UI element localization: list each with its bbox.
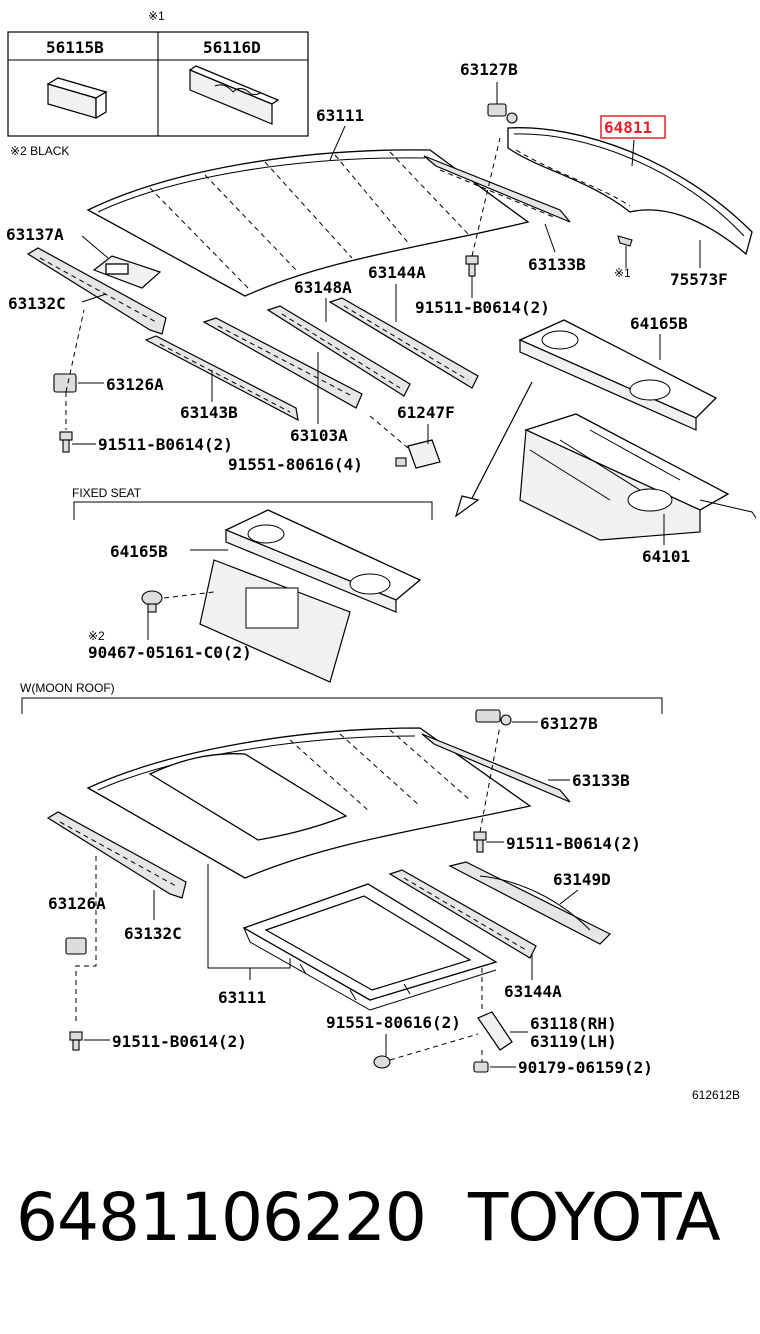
shelf-64165b-fixed bbox=[199, 509, 422, 683]
note-col1-label: 56115B bbox=[46, 38, 104, 57]
bow-63149d bbox=[448, 861, 612, 945]
marker-1-top: ※1 bbox=[614, 266, 631, 280]
label-63143b: 63143B bbox=[180, 403, 238, 422]
sunroof-frame-63111 bbox=[242, 883, 498, 1011]
label-90467: 90467-05161-C0(2) bbox=[88, 643, 252, 662]
shelf-64165b-top bbox=[518, 319, 718, 431]
label-63126a-top: 63126A bbox=[106, 375, 164, 394]
bracket-63118-icon bbox=[477, 1011, 513, 1051]
bolt-top-icon bbox=[465, 255, 479, 277]
moon-roof-section: W(MOON ROOF) 63133B 63127B bbox=[20, 681, 663, 1077]
label-63111-moon: 63111 bbox=[218, 988, 266, 1007]
front-brace-63137a bbox=[92, 255, 162, 289]
bolt-top2-icon bbox=[59, 431, 73, 453]
diagram-code: 612612B bbox=[692, 1088, 740, 1102]
nut-63126a-moon-icon bbox=[65, 937, 87, 955]
top-roof-panel bbox=[86, 149, 530, 297]
label-63118-rh: 63118(RH) bbox=[530, 1014, 617, 1033]
top-back-panel bbox=[507, 127, 753, 256]
label-91551-moon: 91551-80616(2) bbox=[326, 1013, 461, 1032]
fixed-seat-note: ※2 bbox=[88, 629, 105, 643]
moon-roof-panel bbox=[86, 727, 532, 879]
label-63137a: 63137A bbox=[6, 225, 64, 244]
nut-63126a-top-icon bbox=[53, 373, 77, 393]
label-63132c-top: 63132C bbox=[8, 294, 66, 313]
highlight-box bbox=[600, 115, 666, 139]
black-note: ※2 BLACK bbox=[10, 144, 69, 158]
bow-63144a-moon bbox=[388, 869, 537, 959]
label-75573f: 75573F bbox=[670, 270, 728, 289]
label-63144a-moon: 63144A bbox=[504, 982, 562, 1001]
footer: 6481106220 TOYOTA bbox=[0, 1185, 760, 1285]
label-63148a: 63148A bbox=[294, 278, 352, 297]
label-63119-lh: 63119(LH) bbox=[530, 1032, 617, 1051]
note-box: ※1 56115B 56116D ※2 BLACK bbox=[7, 9, 309, 158]
bolt-moon2-icon bbox=[69, 1031, 83, 1051]
bow-63148a bbox=[266, 305, 411, 397]
moon-roof-rail bbox=[421, 733, 571, 803]
fixed-seat-section: FIXED SEAT 64165B ※2 90467-05161-C0(2) bbox=[72, 486, 433, 683]
label-63126a-moon: 63126A bbox=[48, 894, 106, 913]
clip-90467-icon bbox=[141, 590, 163, 613]
footer-brand: TOYOTA bbox=[468, 1179, 721, 1256]
label-63149d: 63149D bbox=[553, 870, 611, 889]
label-64811-highlighted[interactable]: 64811 bbox=[604, 118, 652, 137]
moon-roof-title: W(MOON ROOF) bbox=[20, 681, 115, 695]
label-bolt-top: 91511-B0614(2) bbox=[415, 298, 550, 317]
label-bolt-moon2: 91511-B0614(2) bbox=[112, 1032, 247, 1051]
top-rear-rail bbox=[423, 155, 571, 223]
label-61247f: 61247F bbox=[397, 403, 455, 422]
front-rail-63132c-moon bbox=[46, 811, 187, 899]
part-56116d-icon bbox=[188, 65, 280, 125]
label-63133b-top: 63133B bbox=[528, 255, 586, 274]
label-bolt-moon: 91511-B0614(2) bbox=[506, 834, 641, 853]
nut-90179-icon bbox=[473, 1061, 489, 1073]
bracket-63127b-moon-icon bbox=[475, 709, 512, 726]
front-rail-63132c bbox=[26, 247, 167, 335]
bow-63103a bbox=[202, 317, 363, 409]
direction-arrow-icon bbox=[454, 381, 533, 518]
label-63144a-top: 63144A bbox=[368, 263, 426, 282]
label-64165b-top: 64165B bbox=[630, 314, 688, 333]
fixed-seat-title: FIXED SEAT bbox=[72, 486, 142, 500]
parts-diagram: ※1 56115B 56116D ※2 BLACK 63111 bbox=[6, 9, 757, 1102]
label-64101: 64101 bbox=[642, 547, 690, 566]
note-col2-label: 56116D bbox=[203, 38, 261, 57]
label-90179: 90179-06159(2) bbox=[518, 1058, 653, 1077]
label-63103a: 63103A bbox=[290, 426, 348, 445]
label-63127b-top: 63127B bbox=[460, 60, 518, 79]
bolt-moon-icon bbox=[473, 831, 487, 853]
label-63133b-moon: 63133B bbox=[572, 771, 630, 790]
bow-63144a bbox=[328, 297, 479, 389]
label-63132c-moon: 63132C bbox=[124, 924, 182, 943]
label-bolt-top2: 91511-B0614(2) bbox=[98, 435, 233, 454]
part-56115b-icon bbox=[46, 77, 108, 120]
bracket-63127b-icon bbox=[487, 103, 518, 124]
note-marker: ※1 bbox=[148, 9, 165, 23]
label-64165b-fixed: 64165B bbox=[110, 542, 168, 561]
label-91551-top: 91551-80616(4) bbox=[228, 455, 363, 474]
label-63111-top: 63111 bbox=[316, 106, 364, 125]
footer-part-number: 6481106220 bbox=[16, 1179, 427, 1256]
panel-64101 bbox=[519, 413, 757, 541]
label-63127b-moon: 63127B bbox=[540, 714, 598, 733]
clip-marker-icon bbox=[617, 235, 633, 247]
bow-63143b bbox=[144, 335, 299, 422]
hinge-61247f-icon bbox=[395, 439, 441, 469]
screw-91551-moon-icon bbox=[373, 1055, 391, 1069]
